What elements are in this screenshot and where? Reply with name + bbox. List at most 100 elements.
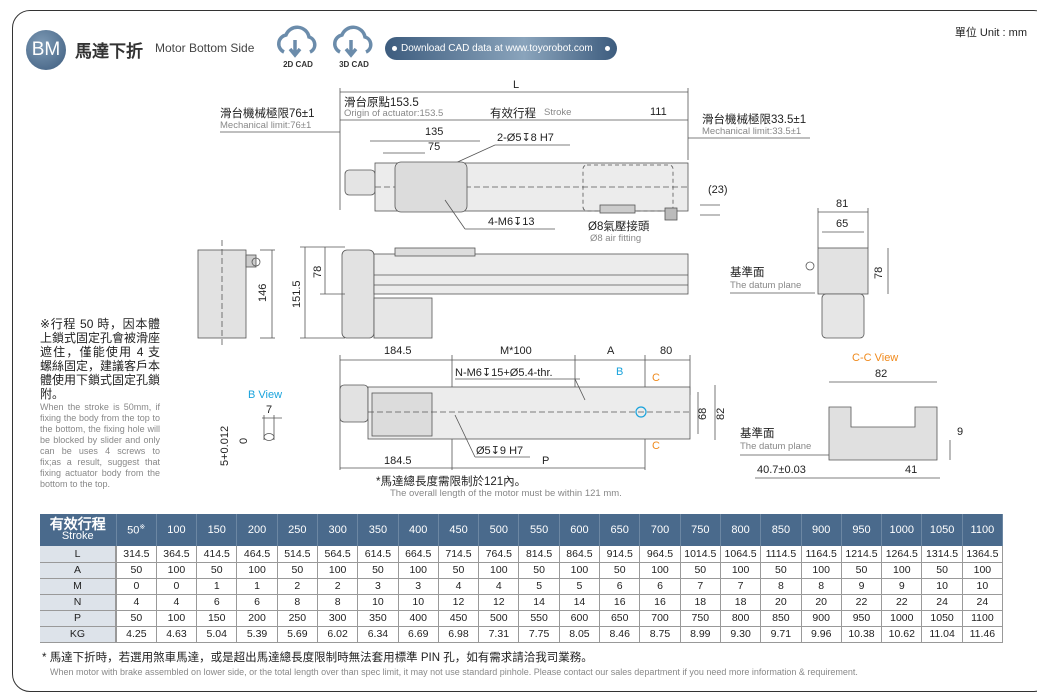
b-view-title: B View [248,389,283,401]
download-cad-link[interactable]: Download CAD data at www.toyorobot.com [385,37,617,60]
stroke-value: 650 [610,524,629,536]
table-cell: 300 [317,610,359,627]
table-cell: 100 [156,610,198,627]
stroke-column-header: 550 [518,514,560,546]
table-cell: 4 [438,578,480,595]
cad-2d-button[interactable]: 2D CAD [272,24,324,74]
table-cell: 4 [156,594,198,611]
dim-146: 146 [257,283,269,302]
table-cell: 800 [720,610,762,627]
table-cell: 11.04 [921,626,963,643]
table-cell: 5 [518,578,560,595]
table-cell: 1314.5 [921,546,963,563]
table-cell: 6 [196,594,238,611]
table-cell: 10 [921,578,963,595]
dim-80: 80 [660,345,673,357]
stroke-column-header: 500 [478,514,520,546]
origin-label-zh: 滑台原點153.5 [344,97,419,109]
dim-65: 65 [836,218,849,230]
stroke-label-en: Stroke [544,107,572,118]
table-cell: 14 [559,594,601,611]
table-cell: 3 [398,578,439,595]
dim-9: 9 [957,426,964,438]
dim-111: 111 [650,106,667,118]
table-cell: 22 [881,594,923,611]
table-cell: 5 [559,578,601,595]
stroke-value: 350 [368,524,388,536]
stroke-column-header: 100 [156,514,198,546]
table-cell: 10 [398,594,439,611]
table-cell: 18 [720,594,762,611]
stroke-column-header: 50※ [116,514,157,546]
table-cell: 8.75 [639,626,681,643]
stroke-value: 100 [167,524,186,536]
dim-82-cc: 82 [875,368,888,380]
stroke-column-header: 950 [841,514,883,546]
motor-length-note-en: The overall length of the motor must be … [390,488,622,499]
table-cell: 6 [599,578,641,595]
dim-40-7: 40.7±0.03 [757,464,806,476]
stroke-value: 400 [409,524,428,536]
table-cell: 350 [357,610,399,627]
table-cell: 100 [639,562,681,579]
table-cell: 1100 [962,610,1004,627]
row-label: M [40,578,117,595]
dim-7: 7 [266,404,273,416]
dim-151-5: 151.5 [291,280,303,308]
table-cell: 100 [478,562,520,579]
table-cell: 50 [438,562,480,579]
stroke-column-header: 850 [760,514,802,546]
table-cell: 16 [599,594,641,611]
table-cell: 3 [357,578,399,595]
table-cell: 150 [196,610,238,627]
table-cell: 1 [236,578,278,595]
side-view [300,246,689,339]
stroke-value: 800 [731,524,750,536]
table-cell: 50 [680,562,721,579]
table-cell: 50 [357,562,399,579]
stroke-value: 1000 [889,524,915,536]
table-cell: 7.75 [518,626,560,643]
table-cell: 2 [317,578,359,595]
table-cell: 50 [518,562,560,579]
dim-135: 135 [425,126,444,138]
dim-184-5-bottom: 184.5 [384,455,412,467]
table-cell: 250 [277,610,318,627]
mech-limit-right-zh: 滑台機械極限33.5±1 [702,114,807,126]
cad-3d-button[interactable]: 3D CAD [328,24,380,74]
table-cell: 7 [720,578,762,595]
dim-78-end: 78 [873,266,885,279]
c-c-view-title: C-C View [852,352,899,364]
dim-68: 68 [697,407,709,420]
table-cell: 10 [962,578,1004,595]
table-cell: 200 [236,610,278,627]
table-cell: 50 [921,562,963,579]
cloud-download-icon [333,25,373,58]
table-cell: 6.02 [317,626,359,643]
table-cell: 614.5 [357,546,399,563]
table-cell: 914.5 [599,546,641,563]
footnote-en: When motor with brake assembled on lower… [50,667,858,677]
table-cell: 12 [478,594,520,611]
table-cell: 814.5 [518,546,560,563]
table-cell: 50 [116,562,157,579]
table-cell: 100 [801,562,842,579]
stroke-note-mark: ※ [139,524,146,532]
table-cell: 450 [438,610,480,627]
table-cell: 8.05 [559,626,601,643]
stroke-column-header: 700 [639,514,681,546]
table-cell: 12 [438,594,480,611]
table-cell: 9.30 [720,626,762,643]
stroke-column-header: 1100 [962,514,1004,546]
dim-41: 41 [905,464,918,476]
table-cell: 864.5 [559,546,601,563]
stroke-column-header: 800 [720,514,762,546]
b-marker: B [616,366,624,378]
table-cell: 650 [599,610,641,627]
datum2-label-en: The datum plane [740,441,812,452]
stroke-value: 1100 [970,524,995,536]
table-cell: 964.5 [639,546,681,563]
